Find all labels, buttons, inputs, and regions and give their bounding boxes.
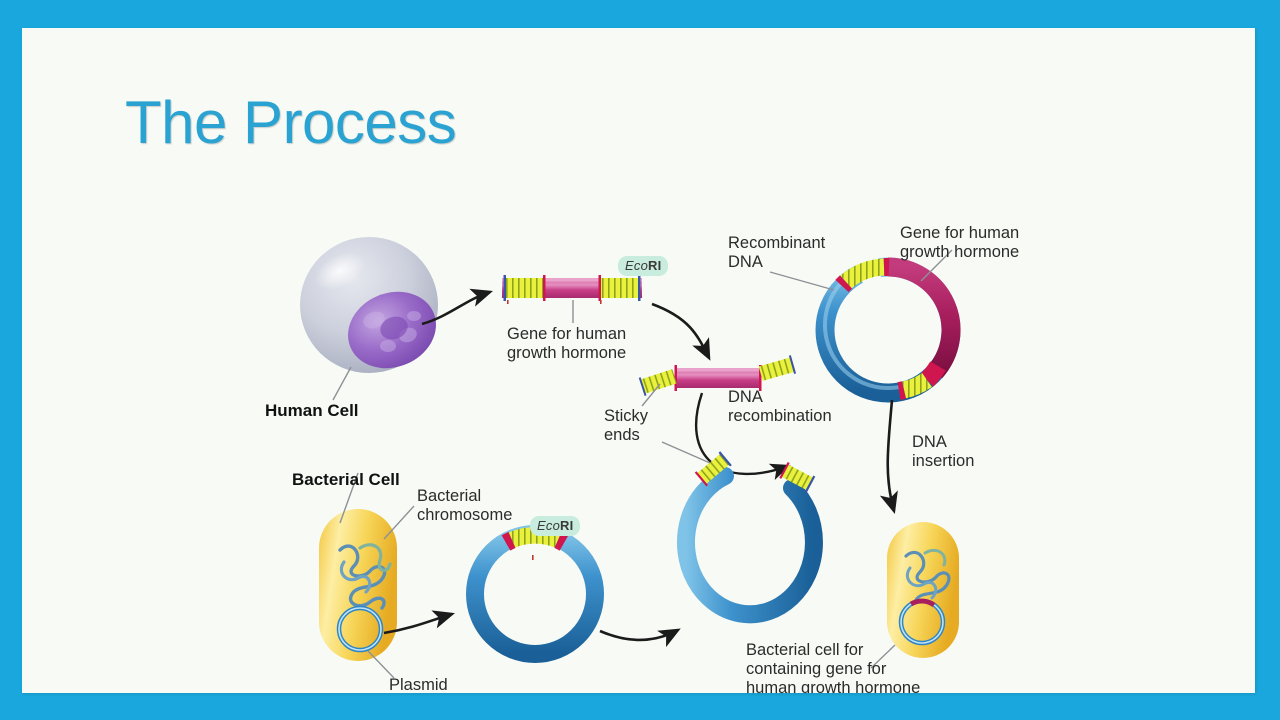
gene-fragment-sticky-ends: [638, 355, 797, 407]
arrow-human-cell-to-gene: [421, 288, 493, 326]
plasmid-closed-ecori: [466, 525, 604, 663]
label-dna-insertion: DNA insertion: [912, 433, 975, 470]
label-recombinant-dna: Recombinant DNA: [728, 234, 826, 271]
label-final-cell-caption: Bacterial cell for containing gene for h…: [746, 641, 921, 693]
label-bacterial-chromosome: Bacterial chromosome: [417, 487, 513, 524]
arrow-plasmid-isolation: [383, 610, 455, 635]
label-dna-recombination: DNA recombination: [728, 388, 832, 425]
ecori-plasmid-eco-text: Eco: [537, 518, 561, 533]
plasmid-cut-open: [661, 441, 823, 624]
ecori-badge-gene: EcoRI: [618, 256, 669, 276]
human-cell-group: [300, 237, 438, 401]
page-title: The Process: [125, 89, 457, 156]
recombinant-plasmid: [769, 249, 961, 403]
arrow-gene-cut: [651, 302, 711, 361]
arrow-plasmid-cut: [599, 628, 681, 648]
bacterial-cell-source: [319, 472, 415, 679]
ecori-ri-text: RI: [648, 258, 662, 273]
ecori-badge-plasmid: EcoRI: [530, 516, 581, 536]
human-cell-leader-line: [332, 366, 352, 401]
gene-segment-uncut: [502, 275, 642, 323]
label-gene-human-growth-hormone-plasmid: Gene for human growth hormone: [900, 224, 1020, 261]
ecori-eco-text: Eco: [625, 258, 649, 273]
label-bacterial-cell: Bacterial Cell: [292, 470, 400, 489]
label-sticky-ends: Sticky ends: [604, 407, 649, 444]
ecori-plasmid-ri-text: RI: [560, 518, 574, 533]
label-gene-human-growth-hormone-top: Gene for human growth hormone: [507, 325, 627, 362]
recombinant-dna-diagram: [300, 237, 961, 679]
slide-canvas: The Process: [22, 28, 1255, 693]
bacterial-cell-transformed: [870, 522, 959, 669]
label-human-cell: Human Cell: [265, 401, 359, 420]
label-plasmid: Plasmid: [389, 676, 448, 693]
arrow-dna-insertion: [879, 399, 898, 515]
